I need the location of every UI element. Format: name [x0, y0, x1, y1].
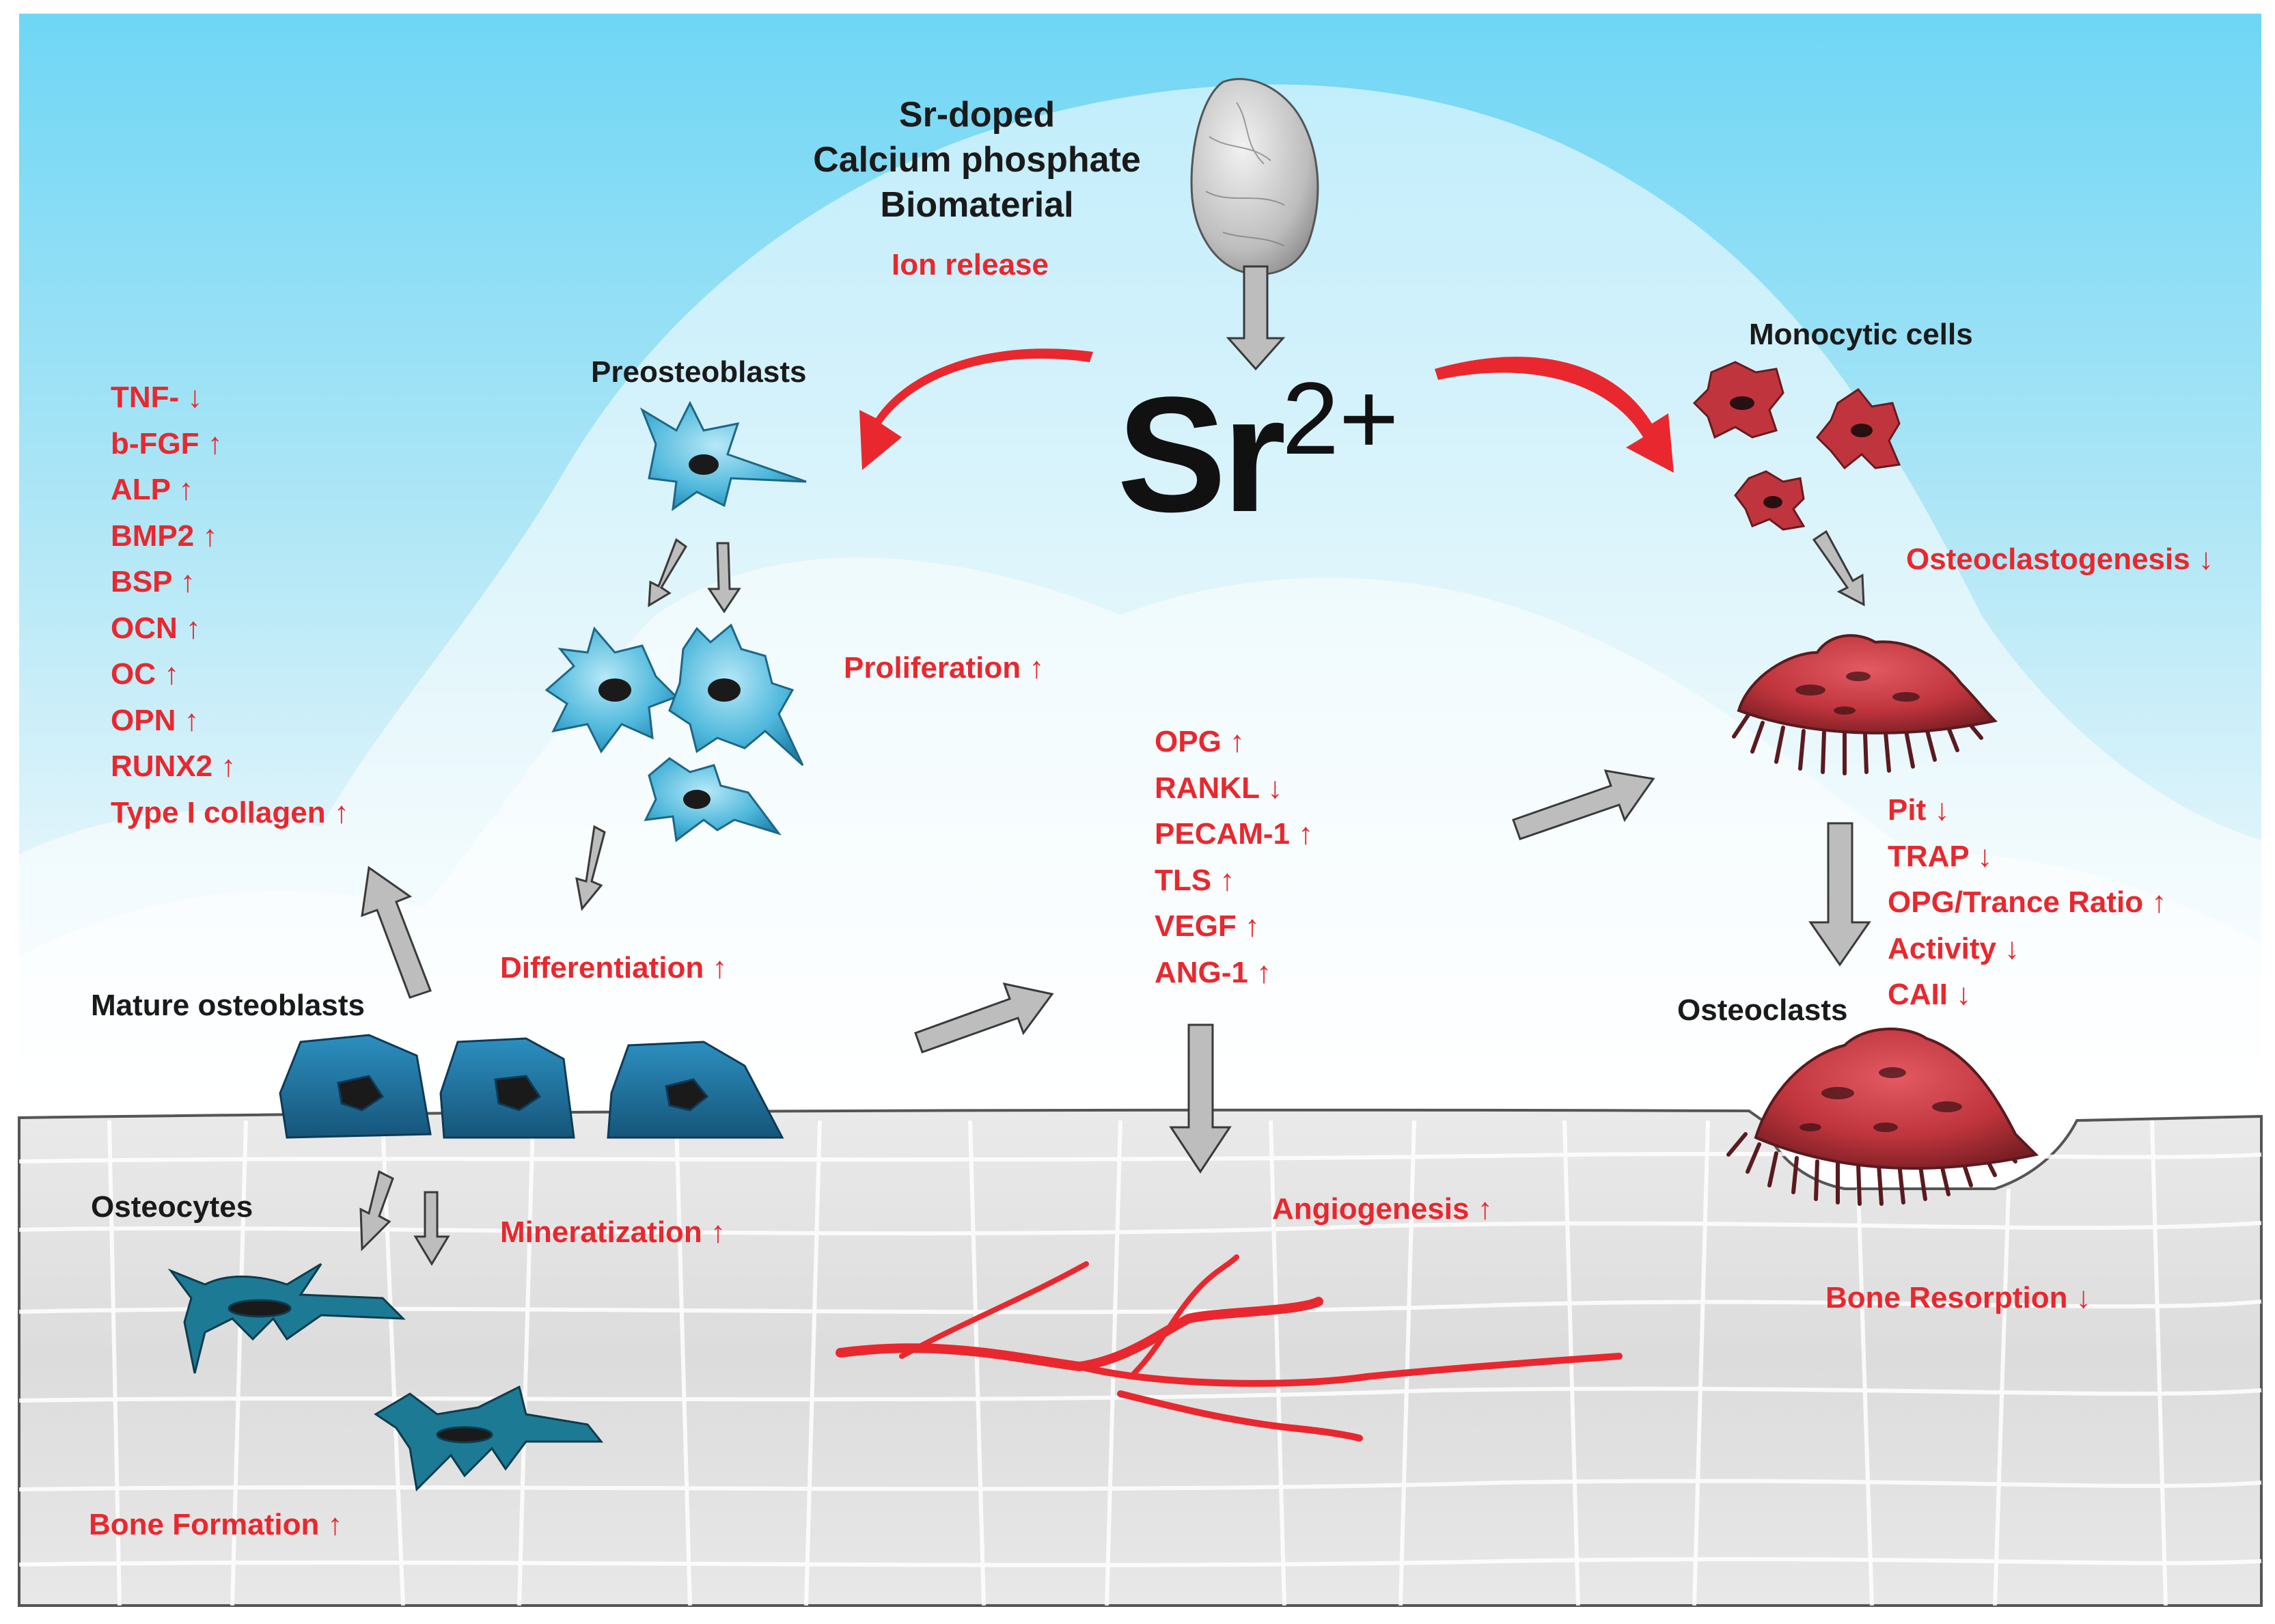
mineralization-label: Mineratization ↑	[500, 1215, 726, 1249]
clast-marker-item: Pit ↓	[1888, 793, 1950, 827]
preosteoblast-cell	[639, 400, 807, 512]
factor-item: VEGF ↑	[1155, 909, 1260, 943]
marker-item: RUNX2 ↑	[111, 749, 236, 783]
cloud-shape-inner	[19, 558, 2261, 1120]
bone-lacunae	[18, 1120, 2262, 1606]
marker-item: OC ↑	[111, 657, 180, 691]
factor-item: TLS ↑	[1155, 863, 1235, 897]
differentiation-label: Differentiation ↑	[500, 951, 728, 985]
biomaterial-title-line: Biomaterial	[880, 185, 1074, 225]
ion-action-arrows	[859, 348, 1674, 473]
bone-resorption-label: Bone Resorption ↓	[1825, 1281, 2091, 1315]
osteoclast-marker-list: Pit ↓ TRAP ↓ OPG/Trance Ratio ↑ Activity…	[1888, 787, 2166, 1018]
blood-vessels	[836, 1254, 1623, 1442]
osteoclast-upper	[1732, 634, 1998, 775]
strontium-ion: Sr2+	[1117, 367, 1399, 536]
marker-item: BMP2 ↑	[111, 519, 218, 553]
signaling-factor-list: OPG ↑ RANKL ↓ PECAM-1 ↑ TLS ↑ VEGF ↑ ANG…	[1155, 719, 1313, 995]
clast-marker-item: TRAP ↓	[1888, 839, 1993, 873]
mature-osteoblasts	[279, 1034, 784, 1139]
marker-item: OPN ↑	[111, 703, 199, 737]
marker-item: OCN ↑	[111, 611, 201, 645]
osteoclastogenesis-label: Osteoclastogenesis ↓	[1906, 542, 2214, 576]
marker-item: BSP ↑	[111, 565, 195, 598]
factor-item: ANG-1 ↑	[1155, 955, 1272, 989]
biomaterial-granule	[1190, 78, 1319, 275]
biomaterial-title-line: Sr-doped	[898, 95, 1056, 135]
biomaterial-title: Sr-doped Calcium phosphate Biomaterial	[786, 92, 1168, 228]
biomaterial-title-line: Calcium phosphate	[813, 140, 1141, 180]
monocytic-cells-label: Monocytic cells	[1749, 318, 1973, 351]
strontium-symbol: Sr	[1117, 363, 1286, 546]
pathway-arrows	[359, 265, 1871, 1266]
marker-item: TNF- ↓	[111, 381, 203, 414]
proliferation-label: Proliferation ↑	[844, 651, 1045, 685]
clast-marker-item: OPG/Trance Ratio ↑	[1888, 885, 2167, 919]
osteocytes	[167, 1263, 604, 1492]
osteoclast-lower	[1726, 1028, 2039, 1206]
strontium-charge: 2+	[1282, 361, 1399, 476]
marker-item: b-FGF ↑	[111, 426, 223, 460]
clast-marker-item: CAII ↓	[1888, 978, 1972, 1011]
monocytic-cells	[1692, 361, 1901, 531]
factor-item: OPG ↑	[1155, 725, 1245, 758]
factor-item: PECAM-1 ↑	[1155, 817, 1314, 851]
proliferating-preosteoblasts	[544, 623, 804, 842]
factor-item: RANKL ↓	[1155, 771, 1283, 805]
mature-osteoblasts-label: Mature osteoblasts	[91, 989, 365, 1022]
osteocytes-label: Osteocytes	[91, 1190, 253, 1224]
preosteoblasts-label: Preosteoblasts	[591, 355, 807, 389]
marker-item: ALP ↑	[111, 473, 194, 506]
osteoclasts-label: Osteoclasts	[1677, 993, 1848, 1027]
angiogenesis-label: Angiogenesis ↑	[1272, 1192, 1493, 1226]
clast-marker-item: Activity ↓	[1888, 931, 2020, 965]
bone-formation-label: Bone Formation ↑	[89, 1508, 343, 1541]
marker-item: Type I collagen ↑	[111, 795, 349, 829]
osteoblast-marker-list: TNF- ↓ b-FGF ↑ ALP ↑ BMP2 ↑ BSP ↑ OCN ↑ …	[111, 374, 349, 836]
ion-release-label: Ion release	[892, 248, 1049, 281]
